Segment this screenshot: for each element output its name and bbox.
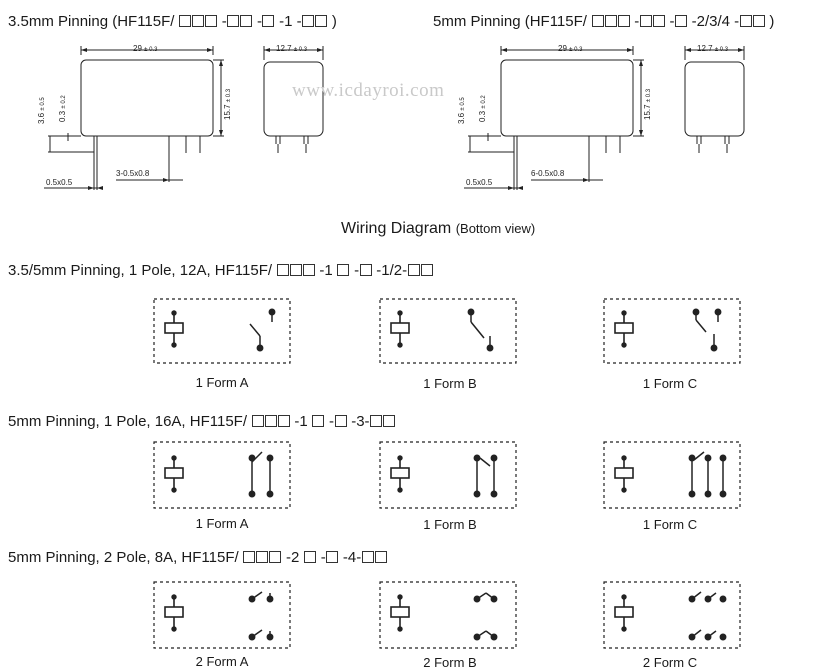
caption-s2-3: 1 Form C [642,517,698,532]
right-relay-end-view [684,61,745,137]
caption-s1-2: 1 Form B [423,376,477,391]
right-pin-section-label: 0.5x0.5 [466,178,493,187]
section-2-box-1 [153,441,291,509]
right-length-label: 29 ± 0.3 [558,44,583,53]
section-2-box-2 [379,441,517,509]
section-1-box-2 [379,298,517,364]
section-2-heading: 5mm Pinning, 1 Pole, 16A, HF115F/ -1 - -… [8,413,396,430]
right-pin-spec-label: 6-0.5x0.8 [531,169,565,178]
right-heading-text: 5mm Pinning (HF115F/ [433,13,587,30]
left-pin-section-label: 0.5x0.5 [46,178,73,187]
left-relay-end-view [263,61,324,137]
section-3-heading: 5mm Pinning, 2 Pole, 8A, HF115F/ -2 - -4… [8,549,387,566]
left-standoff-label: 3.6 ± 0.5 [37,97,46,124]
right-relay-side-view [500,59,634,137]
caption-s1-1: 1 Form A [195,375,249,390]
left-gap-label: 0.3 ± 0.2 [58,95,67,122]
caption-s3-3: 2 Form C [642,655,698,670]
left-heading-code: - - -1 - ) [179,13,337,30]
left-length-label: 29 ± 0.3 [133,44,158,53]
caption-s2-1: 1 Form A [195,516,249,531]
wiring-diagram-title: Wiring Diagram (Bottom view) [341,220,536,237]
dimension-drawings [44,46,745,190]
section-3-box-2 [379,581,517,649]
left-relay-side-view [80,59,214,137]
caption-s1-3: 1 Form C [642,376,698,391]
left-heading-text: 3.5mm Pinning (HF115F/ [8,13,175,30]
section-3-box-1 [153,581,291,649]
right-standoff-label: 3.6 ± 0.5 [457,97,466,124]
caption-s3-2: 2 Form B [423,655,477,670]
watermark: www.icdayroi.com [292,80,445,101]
left-pin-spec-label: 3-0.5x0.8 [116,169,150,178]
right-heading-code: - - -2/3/4 - ) [591,13,774,30]
section-1-heading: 3.5/5mm Pinning, 1 Pole, 12A, HF115F/ -1… [8,262,433,279]
right-gap-label: 0.3 ± 0.2 [478,95,487,122]
section-1-box-3 [603,298,741,364]
section-2-box-3 [603,441,741,509]
caption-s2-2: 1 Form B [423,517,477,532]
right-dimension-heading: 5mm Pinning (HF115F/ - - -2/3/4 - ) [433,13,774,30]
right-width-label: 12.7 ± 0.3 [697,44,729,53]
left-dimension-heading: 3.5mm Pinning (HF115F/ - - -1 - ) [8,13,337,30]
section-3-box-3 [603,581,741,649]
right-height-label: 15.7 ± 0.3 [643,88,652,120]
section-1-box-1 [153,298,291,364]
left-height-label: 15.7 ± 0.3 [223,88,232,120]
left-width-label: 12.7 ± 0.3 [276,44,308,53]
caption-s3-1: 2 Form A [195,654,249,669]
